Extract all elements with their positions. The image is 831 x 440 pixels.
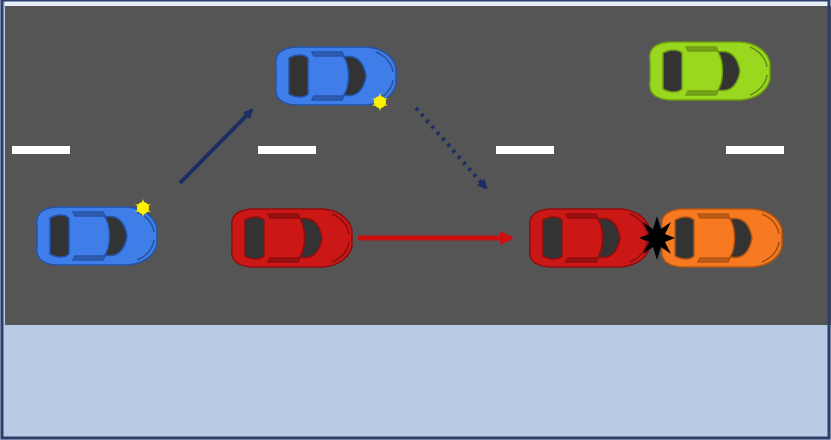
lane-dash (496, 146, 554, 154)
lane-dash (258, 146, 316, 154)
blinker-icon (372, 93, 388, 111)
top-edge (5, 0, 831, 6)
blinker-icon (135, 199, 151, 217)
car-red-end (528, 208, 651, 268)
car-red-start (230, 208, 353, 268)
car-blue-passing (274, 46, 397, 106)
lane-dash (726, 146, 784, 154)
lane-markings (12, 146, 784, 154)
arrow-lane-change-out (178, 108, 254, 185)
car-green (648, 41, 771, 101)
arrow-lane-change-back (414, 106, 488, 190)
impact-icon (639, 216, 675, 260)
lane-dash (12, 146, 70, 154)
car-blue-start (35, 206, 158, 266)
car-orange (660, 208, 783, 268)
